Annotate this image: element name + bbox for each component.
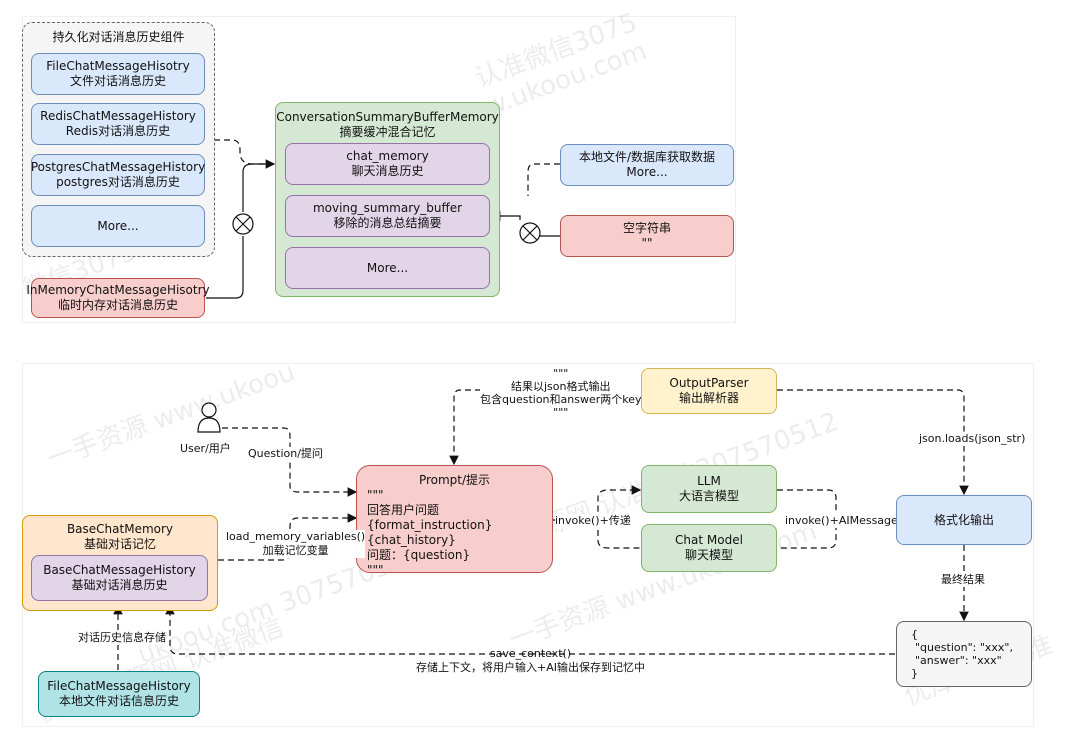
edge-parser-to-format (777, 389, 969, 496)
empty-string-box[interactable]: 空字符串 "" (560, 215, 734, 257)
llm-box[interactable]: LLM 大语言模型 (641, 465, 777, 513)
more-memory-box[interactable]: More... (285, 247, 490, 289)
edge-local-to-summary (527, 163, 560, 196)
moving-summary-box[interactable]: moving_summary_buffer 移除的消息总结摘要 (285, 195, 490, 237)
local-data-box[interactable]: 本地文件/数据库获取数据 More... (560, 144, 734, 186)
user-icon (197, 402, 221, 433)
postgres-history-box[interactable]: PostgresChatMessageHistory postgres对话消息历… (31, 154, 205, 196)
group-title: 持久化对话消息历史组件 (52, 30, 185, 44)
edge-xor-to-moving (490, 211, 521, 221)
edge-parser-to-prompt (449, 389, 641, 466)
json-output-label: """ 结果以json格式输出 包含question和answer两个key "… (480, 367, 642, 419)
edge-inmemory-to-summary (206, 163, 274, 299)
format-output-box[interactable]: 格式化输出 (896, 495, 1032, 545)
file-history-box[interactable]: FileChatMessageHisotry 文件对话消息历史 (31, 53, 205, 95)
base-history-box[interactable]: BaseChatMessageHistory 基础对话消息历史 (31, 555, 208, 601)
prompt-box[interactable]: Prompt/提示 """ 回答用户问题 {format_instruction… (356, 465, 553, 577)
edge-group-to-summary (214, 139, 276, 169)
redis-history-box[interactable]: RedisChatMessageHistory Redis对话消息历史 (31, 103, 205, 145)
edge-user-to-prompt (222, 427, 358, 497)
output-parser-box[interactable]: OutputParser 输出解析器 (641, 368, 777, 414)
chat-memory-box[interactable]: chat_memory 聊天消息历史 (285, 143, 490, 185)
chat-model-box[interactable]: Chat Model 聊天模型 (641, 524, 777, 572)
question-label: Question/提问 (248, 447, 323, 461)
result-json-box[interactable]: { "question": "xxx", "answer": "xxx" } (896, 621, 1032, 687)
save-context-label: save_context() 存储上下文，将用户输入+AI输出保存到记忆中 (416, 647, 645, 674)
edge-memory-to-prompt (218, 513, 358, 561)
inmemory-history-box[interactable]: InMemoryChatMessageHisotry 临时内存对话消息历史 (26, 278, 210, 318)
more-history-box[interactable]: More... (31, 205, 205, 247)
edge-result-to-history (165, 604, 895, 655)
invoke-pass-label: invoke()+传递 (555, 514, 631, 528)
file-history-bottom-box[interactable]: FileChatMessageHistory 本地文件对话信息历史 (38, 671, 200, 717)
prompt-title: Prompt/提示 (418, 473, 491, 487)
load-memory-label: load_memory_variables() 加载记忆变量 (226, 530, 366, 558)
json-loads-label: json.loads(json_str) (919, 432, 1026, 446)
history-store-label: 对话历史信息存储 (78, 631, 166, 645)
invoke-aimessage-label: invoke()+AIMessage (785, 514, 898, 528)
user-label: User/用户 (180, 442, 231, 456)
final-result-label: 最终结果 (941, 573, 985, 587)
